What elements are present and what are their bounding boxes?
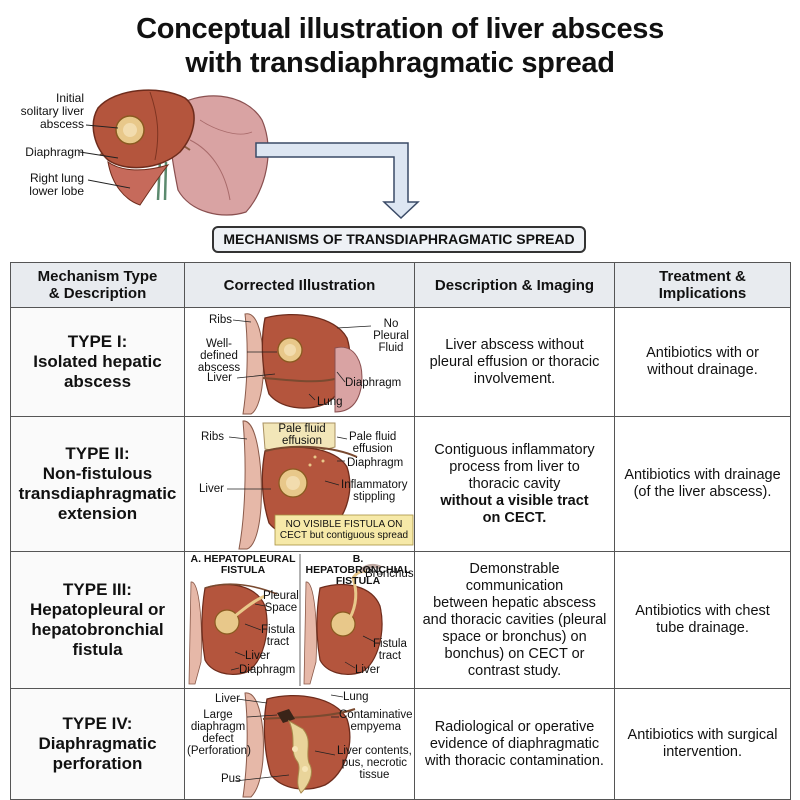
header-treatment: Treatment &Implications (614, 262, 791, 308)
top-liver-lung-illustration (79, 89, 420, 220)
title-line-2: with transdiaphragmatic spread (185, 47, 615, 79)
page-title: Conceptual illustration of liver abscess… (0, 12, 800, 80)
table-header-row: Mechanism Type& Description Corrected Il… (10, 262, 791, 308)
mechanisms-header: MECHANISMS OF TRANSDIAPHRAGMATIC SPREAD (212, 226, 586, 253)
type-3-diagram (188, 554, 383, 686)
table-row-type-4: TYPE IV: Diaphragmatic perforation (10, 688, 791, 800)
header-description: Description & Imaging (414, 262, 615, 308)
table-row-type-2: TYPE II: Non-fistulous transdiaphragmati… (10, 416, 791, 552)
table-row-type-1: TYPE I: Isolated hepatic abscess (10, 307, 791, 417)
top-figure: Initial solitary liver abscess Diaphragm… (0, 80, 800, 230)
type-4-diagram (234, 692, 356, 798)
header-mechanism-type: Mechanism Type& Description (10, 262, 185, 308)
type-1-diagram (232, 313, 372, 415)
mechanism-table: Mechanism Type& Description Corrected Il… (10, 262, 791, 800)
title-line-1: Conceptual illustration of liver abscess (136, 13, 664, 45)
header-illustration: Corrected Illustration (184, 262, 415, 308)
label-diaphragm: Diaphragm (25, 145, 84, 159)
label-initial-abscess: Initial solitary liver abscess (20, 91, 84, 131)
type-4-cell: TYPE IV: Diaphragmatic perforation (10, 688, 185, 800)
type-1-cell: TYPE I: Isolated hepatic abscess (10, 307, 185, 417)
type-2-treatment: Antibiotics with drainage(of the liver a… (614, 416, 791, 552)
label-right-lung: Right lung lower lobe (29, 171, 84, 198)
type-3-cell: TYPE III: Hepatopleural or hepatobronchi… (10, 551, 185, 689)
table-row-type-3: TYPE III: Hepatopleural or hepatobronchi… (10, 551, 791, 689)
type-2-cell: TYPE II: Non-fistulous transdiaphragmati… (10, 416, 185, 552)
type-2-diagram (227, 420, 414, 550)
